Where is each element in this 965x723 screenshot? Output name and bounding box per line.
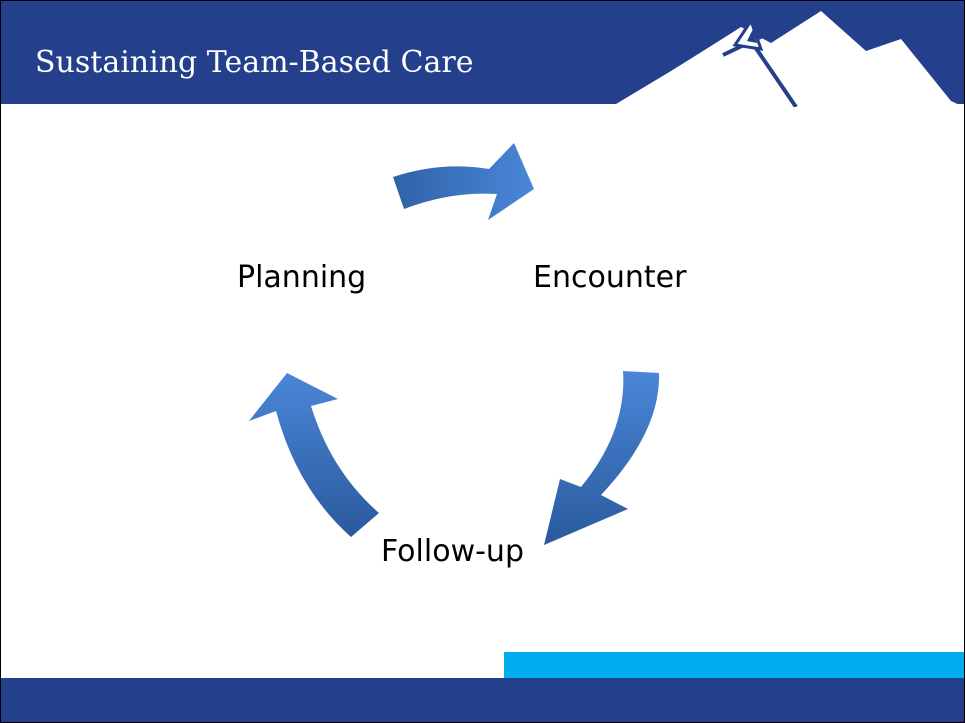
cycle-step-encounter: Encounter	[533, 260, 687, 295]
cycle-step-planning: Planning	[237, 260, 367, 295]
footer-accent-bar	[504, 652, 964, 678]
mountain-logo-icon	[611, 11, 964, 107]
footer-band	[1, 678, 964, 722]
slide-title: Sustaining Team-Based Care	[35, 45, 474, 80]
cycle-step-follow-up: Follow-up	[381, 534, 524, 569]
